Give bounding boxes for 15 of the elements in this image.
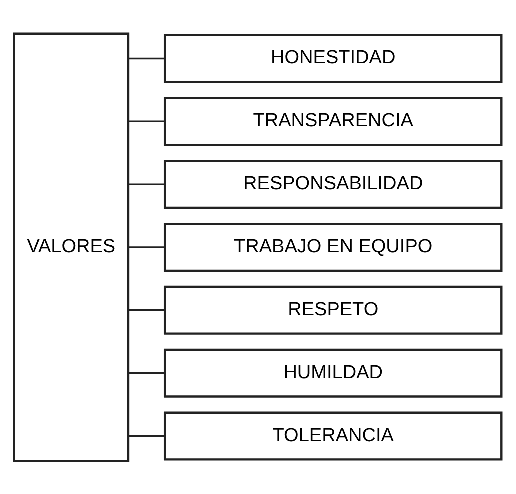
node-box: TRABAJO EN EQUIPO: [164, 222, 503, 272]
connector: [128, 434, 165, 437]
connector: [128, 57, 165, 60]
connector: [128, 183, 165, 185]
node-box: RESPETO: [164, 285, 503, 334]
node-box: TOLERANCIA: [164, 411, 503, 460]
connector: [128, 120, 165, 122]
connector: [128, 246, 165, 248]
connector: [128, 309, 165, 311]
node-box: VALORES: [13, 32, 130, 462]
node-box: TRANSPARENCIA: [164, 96, 503, 146]
node-box: RESPONSABILIDAD: [164, 160, 503, 209]
node-box: HUMILDAD: [164, 348, 503, 398]
connector: [128, 372, 165, 374]
node-box: HONESTIDAD: [164, 34, 503, 83]
